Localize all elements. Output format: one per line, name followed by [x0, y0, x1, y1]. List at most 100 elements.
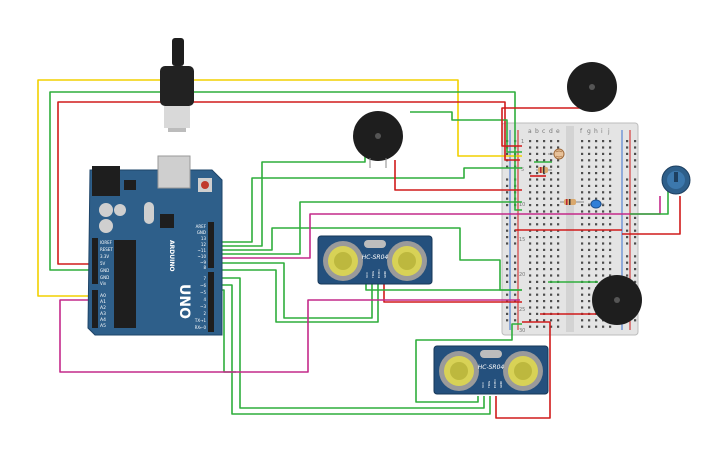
breadboard-hole [506, 223, 509, 226]
ultrasonic-sensor: HC-SR04 VCC TRIG ECHO GND [317, 235, 433, 285]
breadboard-hole [602, 197, 605, 200]
breadboard-hole [609, 159, 612, 162]
breadboard-hole [595, 152, 598, 155]
breadboard-hole [581, 223, 584, 226]
breadboard-hole [609, 204, 612, 207]
breadboard-hole [634, 255, 637, 258]
breadboard-hole [557, 268, 560, 271]
pin-label: A5 [100, 323, 106, 329]
breadboard-hole [634, 280, 637, 283]
breadboard-hole [626, 184, 629, 187]
breadboard-hole [557, 216, 560, 219]
breadboard-hole [529, 236, 532, 239]
pin-label: 2 [203, 311, 206, 316]
breadboard-hole [609, 197, 612, 200]
breadboard-hole [626, 274, 629, 277]
pin-label: 7 [203, 276, 206, 281]
breadboard-hole [609, 274, 612, 277]
bb-letter: c [542, 128, 545, 135]
breadboard-hole [588, 274, 591, 277]
breadboard-hole [588, 152, 591, 155]
breadboard-hole [514, 242, 517, 245]
breadboard-hole [543, 248, 546, 251]
breadboard-hole [506, 319, 509, 322]
breadboard-hole [529, 184, 532, 187]
breadboard-hole [536, 184, 539, 187]
breadboard-hole [609, 242, 612, 245]
breadboard-hole [581, 306, 584, 309]
breadboard-hole [550, 140, 553, 143]
resistor [536, 167, 552, 173]
breadboard-hole [506, 197, 509, 200]
breadboard-hole [514, 319, 517, 322]
breadboard-hole [609, 165, 612, 168]
bb-letter: j [607, 128, 610, 135]
ultrasonic-sensor: HC-SR04 VCC TRIG ECHO GND [433, 345, 549, 395]
breadboard-hole [634, 197, 637, 200]
breadboard-hole [536, 293, 539, 296]
breadboard-hole [588, 165, 591, 168]
pin-label: TX→1 [194, 318, 207, 323]
breadboard-hole [536, 312, 539, 315]
breadboard-hole [581, 268, 584, 271]
breadboard-hole [634, 242, 637, 245]
pin-label: TRIG [371, 270, 375, 279]
breadboard-hole [550, 293, 553, 296]
breadboard-hole [581, 319, 584, 322]
breadboard-hole [529, 248, 532, 251]
breadboard-hole [536, 191, 539, 194]
breadboard-hole [514, 312, 517, 315]
breadboard-hole [581, 287, 584, 290]
breadboard-hole [609, 255, 612, 258]
breadboard-hole [536, 300, 539, 303]
pin-label: ~11 [198, 248, 207, 253]
breadboard-hole [595, 191, 598, 194]
breadboard-hole [595, 216, 598, 219]
breadboard-letters-right: f g h i j [580, 128, 610, 135]
breadboard-hole [602, 152, 605, 155]
breadboard-hole [557, 287, 560, 290]
breadboard-hole [581, 248, 584, 251]
breadboard-hole [595, 312, 598, 315]
wire-green [212, 150, 366, 247]
breadboard-hole [543, 152, 546, 155]
breadboard-hole [626, 197, 629, 200]
breadboard-hole [514, 236, 517, 239]
breadboard-hole [581, 255, 584, 258]
breadboard-hole [595, 223, 598, 226]
breadboard-hole [536, 274, 539, 277]
breadboard-hole [529, 216, 532, 219]
potentiometer[interactable] [661, 165, 691, 195]
breadboard-hole [634, 204, 637, 207]
breadboard-hole [634, 140, 637, 143]
breadboard-hole [536, 159, 539, 162]
breadboard-hole [588, 293, 591, 296]
breadboard-hole [602, 255, 605, 258]
breadboard-hole [634, 191, 637, 194]
breadboard-hole [557, 293, 560, 296]
breadboard-hole [543, 165, 546, 168]
breadboard-hole [550, 306, 553, 309]
breadboard-hole [595, 255, 598, 258]
breadboard-hole [536, 197, 539, 200]
breadboard-hole [626, 268, 629, 271]
breadboard-hole [529, 306, 532, 309]
bb-letter: d [549, 128, 553, 135]
breadboard-hole [514, 223, 517, 226]
breadboard-hole [557, 146, 560, 149]
breadboard-hole [626, 204, 629, 207]
breadboard-hole [550, 146, 553, 149]
breadboard-hole [543, 255, 546, 258]
breadboard-hole [557, 159, 560, 162]
breadboard-hole [581, 184, 584, 187]
breadboard-hole [557, 172, 560, 175]
breadboard-hole [609, 172, 612, 175]
breadboard-hole [557, 178, 560, 181]
wire-green [212, 262, 373, 319]
breadboard-hole [514, 300, 517, 303]
breadboard-hole [602, 165, 605, 168]
bb-row-number: 1 [521, 139, 524, 145]
breadboard-hole [595, 319, 598, 322]
breadboard-hole [543, 261, 546, 264]
breadboard-hole [543, 146, 546, 149]
